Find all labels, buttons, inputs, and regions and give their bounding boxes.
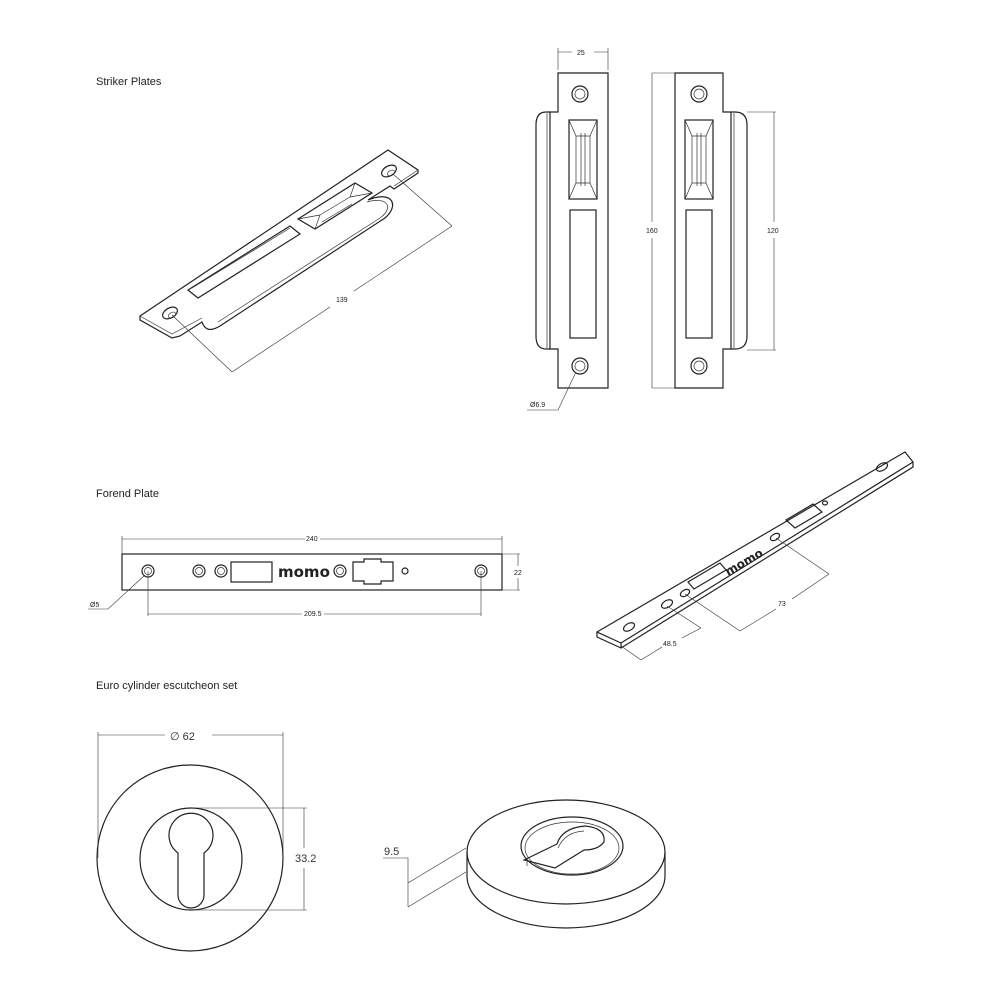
dim-striker-width: 25	[577, 50, 585, 57]
dim-escutcheon-cylinder: 33.2	[295, 853, 316, 865]
escutcheon-front: ∅ 62 33.2	[96, 731, 316, 952]
forend-plate-front: momo 240 22 209.5 Ø5	[88, 536, 522, 618]
escutcheon-isometric: 9.5	[383, 799, 666, 929]
dim-striker-hole: Ø6.9	[530, 402, 545, 409]
dim-forend-length: 240	[306, 536, 318, 543]
dim-forend-iso-48: 48.5	[663, 641, 677, 648]
dim-forend-height: 22	[514, 570, 522, 577]
brand-logo: momo	[278, 563, 330, 581]
striker-plate-front-left: 25 Ø6.9	[527, 48, 609, 411]
dim-forend-hole: Ø5	[90, 602, 99, 609]
striker-plate-front-right: 160 120	[646, 72, 779, 389]
dim-escutcheon-diameter: ∅ 62	[170, 731, 195, 743]
section-title-escutcheon: Euro cylinder escutcheon set	[96, 680, 237, 692]
section-title-forend: Forend Plate	[96, 488, 159, 500]
striker-plate-isometric: 139	[139, 149, 453, 373]
dim-striker-height: 160	[646, 228, 658, 235]
forend-plate-isometric: momo 73 48.5	[595, 451, 914, 661]
dim-striker-lip: 120	[767, 228, 779, 235]
dim-forend-hole-spacing: 209.5	[304, 611, 322, 618]
dim-escutcheon-thickness: 9.5	[384, 846, 399, 858]
dim-forend-iso-73: 73	[778, 601, 786, 608]
dim-striker-length: 139	[336, 297, 348, 304]
section-title-striker: Striker Plates	[96, 76, 162, 88]
